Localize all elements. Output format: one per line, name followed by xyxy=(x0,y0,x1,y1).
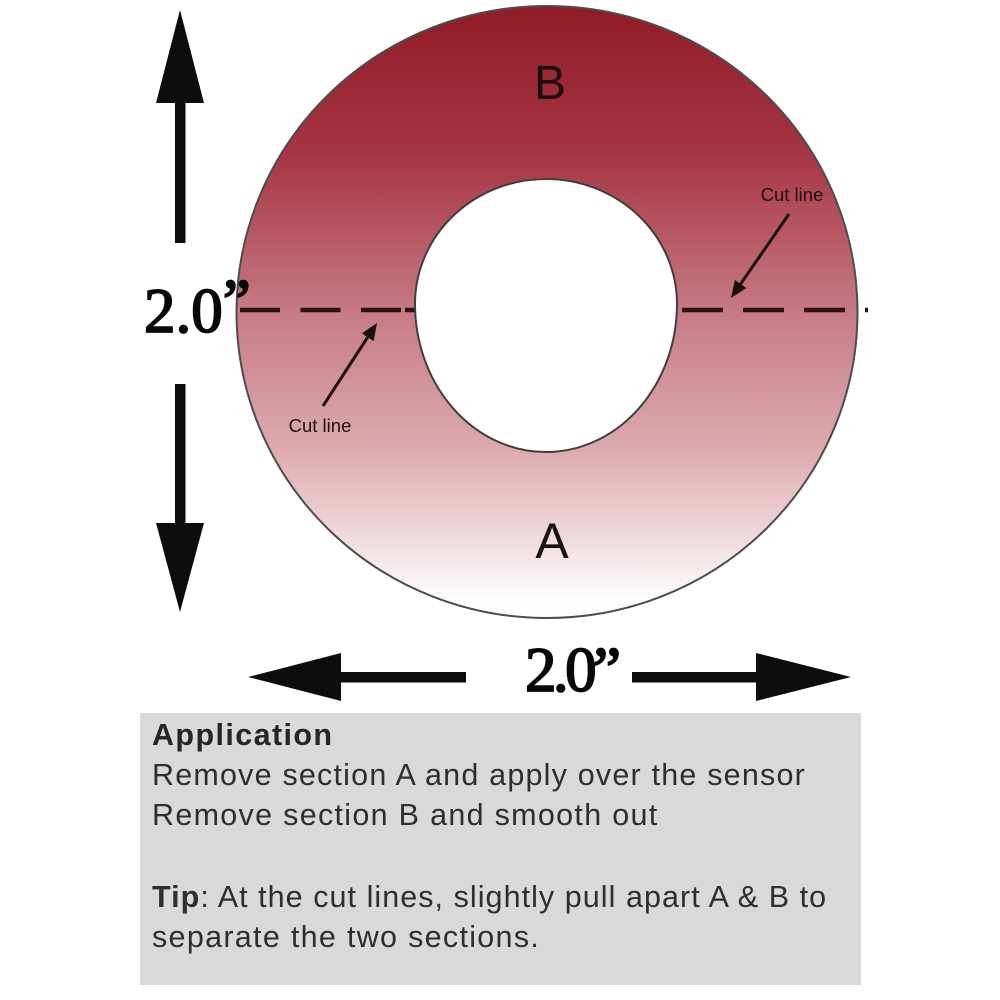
svg-text:Cut line: Cut line xyxy=(289,415,352,436)
svg-text:Tip: At the cut lines, slightl: Tip: At the cut lines, slightly pull apa… xyxy=(152,880,827,914)
svg-text:B: B xyxy=(534,57,566,110)
svg-text:2.0”: 2.0” xyxy=(144,267,251,346)
svg-text:A: A xyxy=(535,513,569,569)
svg-text:Remove section B and smooth ou: Remove section B and smooth out xyxy=(152,798,659,832)
svg-text:Cut line: Cut line xyxy=(761,184,824,205)
svg-text:Application: Application xyxy=(152,718,333,752)
svg-text:2.0”: 2.0” xyxy=(525,635,621,705)
svg-text:separate the two sections.: separate the two sections. xyxy=(152,920,540,954)
svg-text:Remove section A and apply ove: Remove section A and apply over the sens… xyxy=(152,758,806,792)
